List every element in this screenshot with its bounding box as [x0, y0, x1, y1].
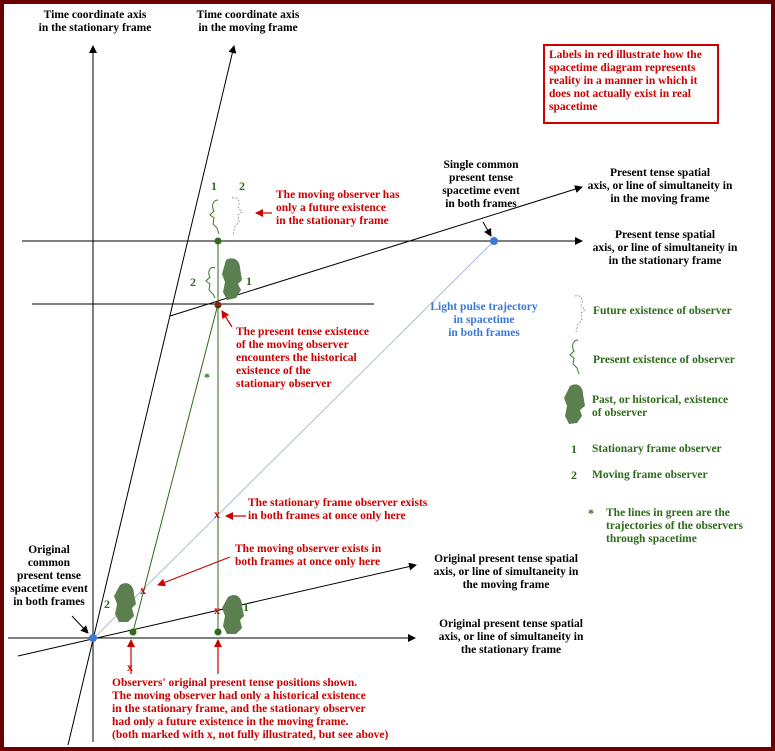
single-common-event-dot — [490, 237, 498, 245]
x-mark-stationary-both: x — [214, 507, 220, 521]
original-common-event-dot — [89, 634, 97, 642]
trajectory-asterisk: * — [204, 370, 210, 384]
marker-1-top: 1 — [211, 179, 217, 193]
legend-stationary-label: Stationary frame observer — [592, 443, 722, 455]
future-observer-figure — [231, 197, 243, 237]
x-mark-moving-both: x — [140, 583, 146, 597]
moving-future-annotation: The moving observer has only a future ex… — [276, 189, 400, 227]
x-mark-stationary-original: x — [214, 603, 220, 617]
present-observer-figure-moving-top — [209, 199, 220, 235]
legend-green-lines-label: The lines in green are the trajectories … — [606, 507, 743, 545]
past-observer-legend-figure — [564, 384, 585, 424]
encounter-annotation: The present tense existence of the movin… — [236, 326, 369, 390]
space-axis-moving-present-label: Present tense spatial axis, or line of s… — [587, 167, 733, 205]
legend-moving-label: Moving frame observer — [592, 469, 708, 481]
pointer-single-common — [482, 221, 492, 237]
light-pulse-trajectory — [92, 240, 495, 640]
marker-1-bottom: 1 — [243, 600, 249, 614]
future-observer-legend-figure — [574, 295, 586, 333]
original-common-event-label: Original common present tense spacetime … — [10, 544, 88, 608]
moving-observer-trajectory — [132, 303, 219, 633]
marker-2-bottom: 2 — [104, 597, 110, 611]
present-observer-legend-figure — [569, 339, 580, 375]
space-axis-stationary-present-label: Present tense spatial axis, or line of s… — [592, 229, 738, 267]
stationary-both-frames-annotation: The stationary frame observer exists in … — [248, 497, 428, 522]
legend-moving-key: 2 — [571, 468, 577, 482]
stationary-original-dot — [214, 628, 222, 636]
legend-asterisk: * — [588, 506, 594, 520]
moving-time-axis — [67, 45, 237, 746]
pointer-moving-both — [157, 556, 231, 587]
pointer-encounter — [221, 310, 233, 328]
stationary-present-dot — [214, 237, 222, 245]
original-positions-annotation: Observers' original present tense positi… — [112, 677, 389, 741]
legend-past-label: Past, or historical, existence of observ… — [592, 394, 729, 419]
moving-original-space-axis — [17, 562, 417, 657]
light-pulse-label: Light pulse trajectory in spacetime in b… — [430, 301, 538, 339]
x-mark-moving-original: x — [127, 660, 133, 674]
time-axis-stationary-label: Time coordinate axis in the stationary f… — [38, 9, 152, 34]
time-axis-moving-label: Time coordinate axis in the moving frame — [196, 9, 300, 34]
moving-both-frames-annotation: The moving observer exists in both frame… — [235, 543, 382, 568]
single-common-event-label: Single common present tense spacetime ev… — [442, 159, 520, 210]
marker-2-mid: 2 — [190, 275, 196, 289]
legend-future-label: Future existence of observer — [593, 305, 732, 317]
moving-present-space-axis — [169, 185, 583, 317]
moving-original-dot — [129, 628, 137, 636]
red-labels-note: Labels in red illustrate how the spaceti… — [543, 44, 719, 124]
past-observer-figure-1-bottom — [222, 595, 244, 634]
legend-stationary-key: 1 — [571, 442, 577, 456]
legend-present-label: Present existence of observer — [593, 354, 735, 366]
space-axis-stationary-original-label: Original present tense spatial axis, or … — [438, 618, 584, 656]
marker-1-mid: 1 — [246, 274, 252, 288]
past-observer-figure-2-bottom — [114, 583, 136, 622]
space-axis-moving-original-label: Original present tense spatial axis, or … — [433, 553, 579, 591]
pointer-original-common — [71, 615, 89, 634]
present-observer-figure-2 — [205, 267, 216, 299]
past-observer-figure-1-top — [222, 258, 242, 300]
marker-2-top: 2 — [239, 179, 245, 193]
encounter-dot — [214, 301, 222, 309]
